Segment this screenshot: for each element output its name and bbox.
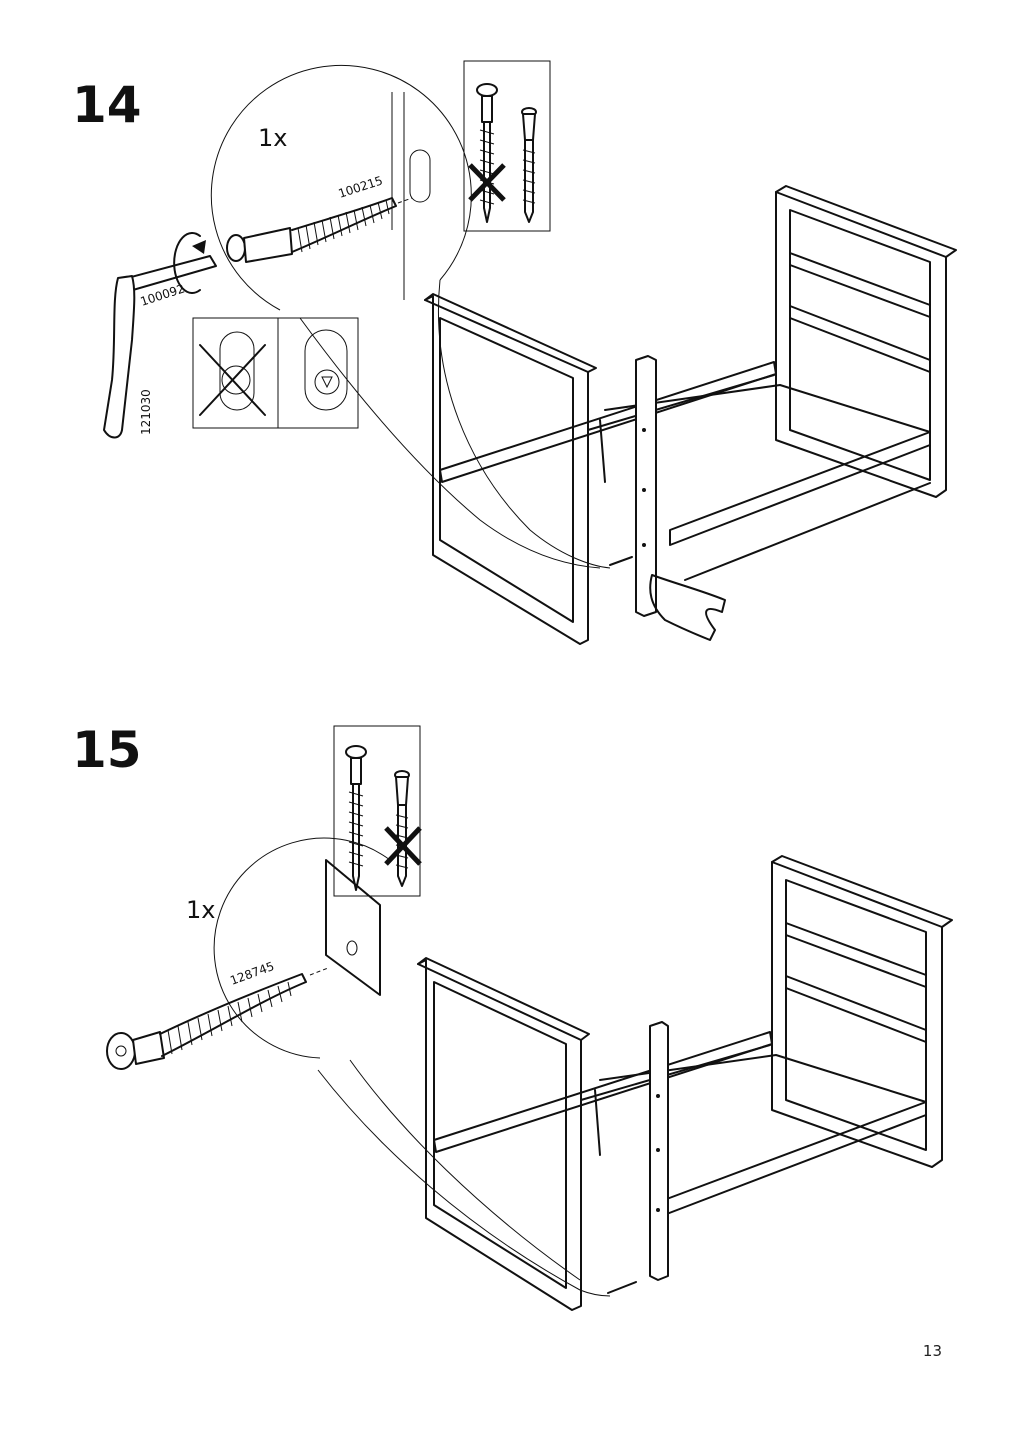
wrong-screw-icon [384,770,422,887]
step-15-illustration: 1x 128745 [106,725,953,1311]
step-15-bed-frame [417,855,953,1311]
step-15-number: 15 [72,721,142,779]
step-14-screw-selection-box [463,60,551,232]
step-14-quantity: 1x [258,124,287,152]
step-15-zoom-circle [213,837,611,1297]
cross-mark-icon [199,344,266,416]
step-14-number: 14 [72,76,142,134]
cross-mark-icon [384,826,422,866]
step-14-zoom-circle [210,64,611,569]
correct-screw-icon [345,745,367,891]
step-14-bed-frame [424,185,957,645]
step-15-screw-code: 128745 [228,959,276,988]
step-14-allen-key [103,232,217,439]
correct-screw-icon [521,107,537,223]
step-15-screw-selection-box [333,725,422,897]
step-15-screw [106,967,329,1070]
step-14-screw [226,197,413,263]
page-number: 13 [922,1342,942,1360]
step-14-screw-code: 100215 [337,173,385,200]
step-14-hole-orientation-box [192,317,359,429]
step-14-dowel-code: 121030 [139,389,153,435]
step-14-illustration: 1x 100215 100092 121030 [103,60,957,645]
wrong-screw-icon [468,83,506,223]
hand-press-icon [649,574,726,641]
rotate-arrow-icon [173,232,201,294]
step-15-quantity: 1x [186,896,215,924]
